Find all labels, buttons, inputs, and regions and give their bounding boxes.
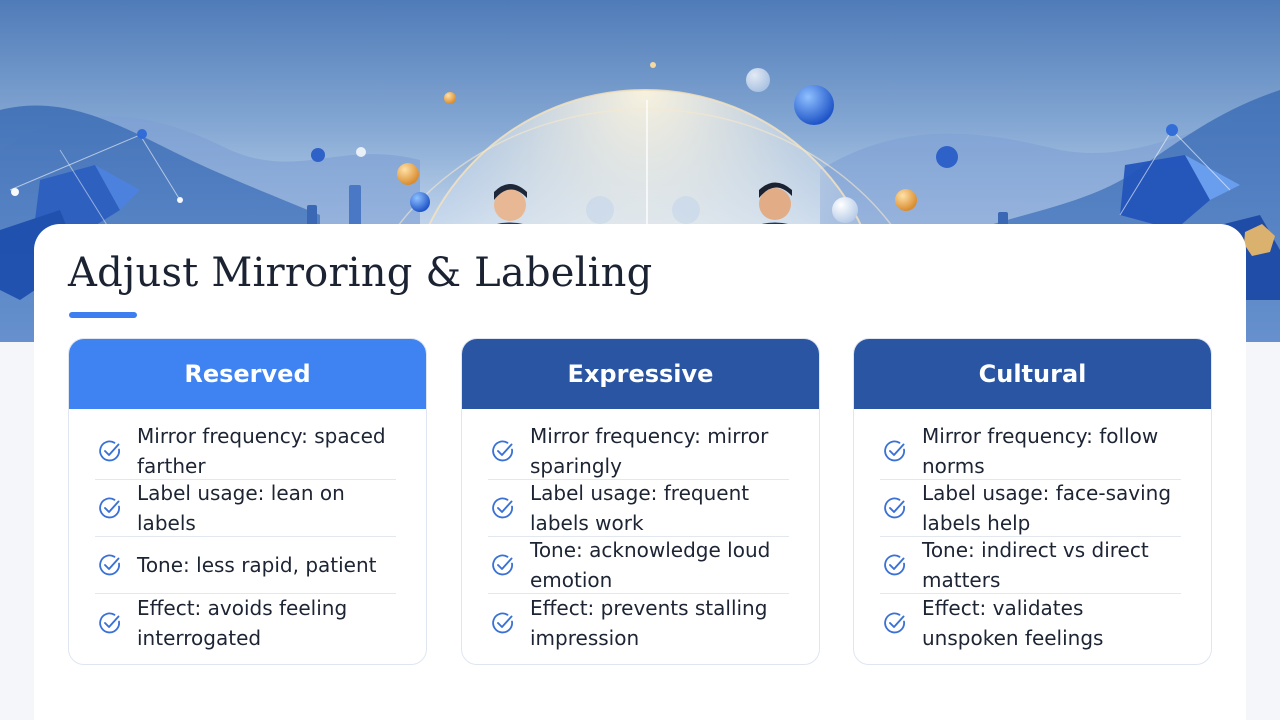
- check-circle-icon: [488, 493, 518, 523]
- item-text: Mirror frequency: follow norms: [922, 424, 1159, 478]
- column-header-expressive: Expressive: [462, 339, 819, 409]
- list-item: Label usage: frequent labels work: [488, 480, 789, 537]
- list-item: Mirror frequency: mirror sparingly: [488, 423, 789, 480]
- check-circle-icon: [488, 608, 518, 638]
- column-reserved: Reserved Mirror frequency: spaced farthe…: [68, 338, 427, 665]
- item-text: Tone: less rapid, patient: [137, 553, 377, 577]
- column-items: Mirror frequency: mirror sparingly Label…: [462, 409, 819, 651]
- check-circle-icon: [880, 550, 910, 580]
- item-text: Label usage: frequent labels work: [530, 481, 750, 535]
- item-text: Tone: acknowledge loud emotion: [530, 538, 771, 592]
- check-circle-icon: [488, 550, 518, 580]
- list-item: Label usage: face-saving labels help: [880, 480, 1181, 537]
- list-item: Effect: avoids feeling interrogated: [95, 594, 396, 651]
- check-circle-icon: [95, 436, 125, 466]
- list-item: Effect: validates unspoken feelings: [880, 594, 1181, 651]
- check-circle-icon: [95, 550, 125, 580]
- check-circle-icon: [880, 493, 910, 523]
- list-item: Tone: acknowledge loud emotion: [488, 537, 789, 594]
- content-card: Adjust Mirroring & Labeling Reserved Mir…: [34, 224, 1246, 720]
- column-cultural: Cultural Mirror frequency: follow norms …: [853, 338, 1212, 665]
- column-items: Mirror frequency: follow norms Label usa…: [854, 409, 1211, 651]
- item-text: Tone: indirect vs direct matters: [922, 538, 1149, 592]
- check-circle-icon: [95, 608, 125, 638]
- check-circle-icon: [488, 436, 518, 466]
- item-text: Label usage: lean on labels: [137, 481, 345, 535]
- check-circle-icon: [880, 436, 910, 466]
- title-underline: [69, 312, 137, 318]
- list-item: Mirror frequency: follow norms: [880, 423, 1181, 480]
- list-item: Effect: prevents stalling impression: [488, 594, 789, 651]
- item-text: Effect: prevents stalling impression: [530, 595, 768, 650]
- check-circle-icon: [95, 493, 125, 523]
- item-text: Mirror frequency: mirror sparingly: [530, 424, 769, 478]
- item-text: Effect: avoids feeling interrogated: [137, 595, 348, 650]
- item-text: Label usage: face-saving labels help: [922, 481, 1172, 535]
- item-text: Mirror frequency: spaced farther: [137, 424, 386, 478]
- check-circle-icon: [880, 608, 910, 638]
- column-items: Mirror frequency: spaced farther Label u…: [69, 409, 426, 651]
- column-header-cultural: Cultural: [854, 339, 1211, 409]
- item-text: Effect: validates unspoken feelings: [922, 595, 1104, 650]
- page-title: Adjust Mirroring & Labeling: [68, 250, 653, 296]
- list-item: Mirror frequency: spaced farther: [95, 423, 396, 480]
- column-header-reserved: Reserved: [69, 339, 426, 409]
- list-item: Tone: indirect vs direct matters: [880, 537, 1181, 594]
- list-item: Label usage: lean on labels: [95, 480, 396, 537]
- list-item: Tone: less rapid, patient: [95, 537, 396, 594]
- column-expressive: Expressive Mirror frequency: mirror spar…: [461, 338, 820, 665]
